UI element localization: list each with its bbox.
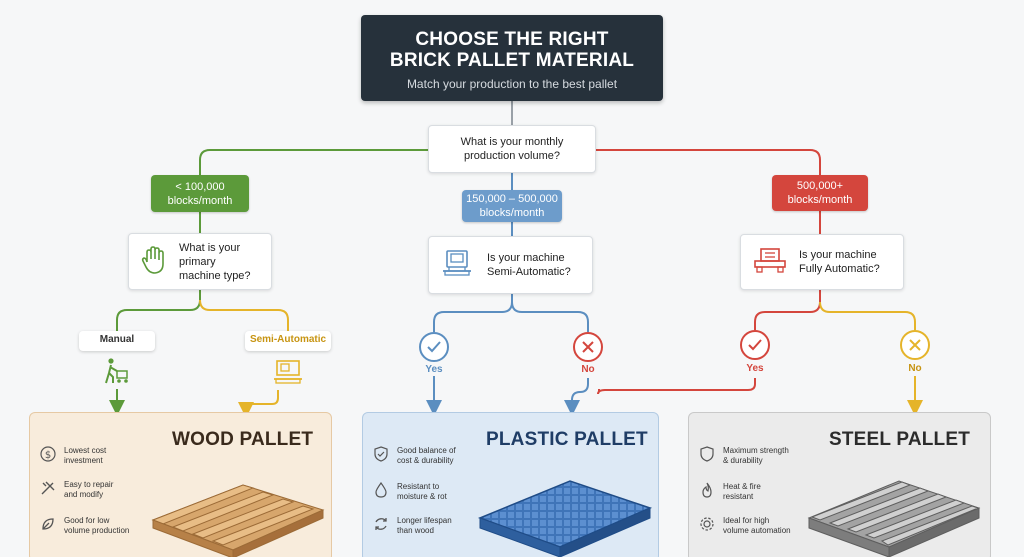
high-yes-label: Yes: [746, 363, 764, 374]
wood-feature-3-text: Good for low volume production: [64, 516, 130, 535]
plastic-feature-3-text: Longer lifespan than wood: [397, 516, 452, 535]
water-drop-icon: [373, 481, 389, 503]
plastic-pallet-title: PLASTIC PALLET: [486, 429, 648, 450]
plastic-pallet-image: [477, 480, 653, 557]
plastic-feature-2-text: Resistant to moisture & rot: [397, 482, 447, 501]
leaf-icon: [40, 516, 56, 537]
mid-yes-label: Yes: [425, 364, 443, 375]
machine-type-question-text: What is your primary machine type?: [179, 241, 251, 282]
manual-option-tag: Manual: [79, 331, 155, 351]
machine-type-question-box: What is your primary machine type?: [128, 233, 272, 290]
root-question-box: What is your monthly production volume?: [428, 125, 596, 173]
page-subtitle: Match your production to the best pallet: [406, 77, 618, 91]
fully-auto-question-box: Is your machine Fully Automatic?: [740, 234, 904, 290]
page-title-line1: CHOOSE THE RIGHT: [415, 29, 609, 50]
wood-feature-1-text: Lowest cost investment: [64, 446, 107, 465]
wood-pallet-title: WOOD PALLET: [172, 429, 314, 450]
high-no-x-icon: [900, 330, 930, 360]
high-no-label: No: [908, 363, 922, 374]
root-question-text: What is your monthly production volume?: [460, 136, 564, 162]
worker-cart-icon: [103, 357, 133, 392]
hand-icon: [141, 244, 169, 280]
automation-machine-icon: [753, 245, 787, 279]
mid-no-x-icon: [573, 332, 603, 362]
wood-feature-2-text: Easy to repair and modify: [64, 480, 114, 499]
mid-no-label: No: [581, 364, 595, 375]
wood-pallet-image: [151, 484, 325, 557]
plastic-feature-1-text: Good balance of cost & durability: [397, 446, 456, 465]
title-banner: CHOOSE THE RIGHT BRICK PALLET MATERIAL M…: [361, 15, 663, 101]
semi-auto-question-box: Is your machine Semi-Automatic?: [428, 236, 593, 294]
semi-auto-machine-icon: [273, 359, 303, 390]
shield-check-icon: [373, 446, 389, 467]
recycle-icon: [373, 516, 389, 537]
volume-mid-pill: 150,000 – 500,000 blocks/month: [462, 190, 562, 222]
semi-automatic-option-tag: Semi-Automatic: [245, 331, 331, 351]
high-yes-check-icon: [740, 330, 770, 360]
fully-auto-question-text: Is your machine Fully Automatic?: [799, 249, 880, 275]
gear-icon: [699, 516, 715, 537]
steel-feature-1-text: Maximum strength & durability: [723, 446, 789, 465]
shield-icon: [699, 446, 715, 467]
tools-icon: [40, 480, 56, 501]
volume-low-pill: < 100,000 blocks/month: [151, 175, 249, 212]
volume-high-pill: 500,000+ blocks/month: [772, 175, 868, 211]
steel-feature-2-text: Heat & fire resistant: [723, 482, 761, 501]
steel-feature-3-text: Ideal for high volume automation: [723, 516, 791, 535]
plastic-pallet-card: PLASTIC PALLET Good balance of cost & du…: [362, 412, 659, 557]
flame-icon: [699, 482, 715, 503]
dollar-icon: $: [40, 446, 56, 467]
page-title-line2: BRICK PALLET MATERIAL: [389, 50, 635, 71]
semi-auto-question-text: Is your machine Semi-Automatic?: [487, 252, 571, 278]
svg-text:$: $: [45, 450, 51, 461]
steel-pallet-card: STEEL PALLET Maximum strength & durabili…: [688, 412, 991, 557]
steel-pallet-image: [807, 480, 981, 557]
machine-icon: [441, 248, 473, 282]
steel-pallet-title: STEEL PALLET: [829, 429, 971, 450]
wood-pallet-card: WOOD PALLET $ Lowest cost investment Eas…: [29, 412, 332, 557]
mid-yes-check-icon: [419, 332, 449, 362]
